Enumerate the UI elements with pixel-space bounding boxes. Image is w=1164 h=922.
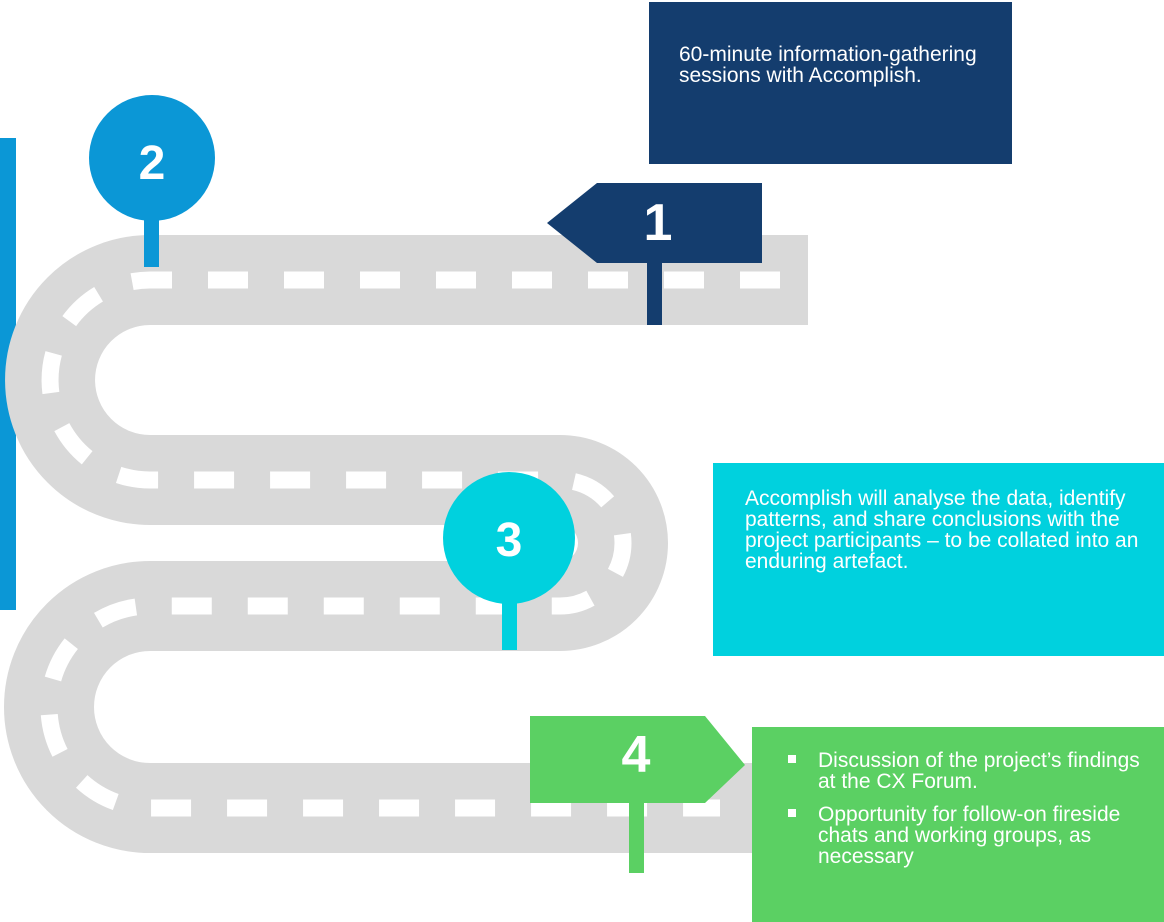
- step-4-arrow-flag: [530, 716, 745, 803]
- step-4-description-box: Discussion of the project’s findings at …: [752, 727, 1164, 922]
- step-3-marker: [443, 472, 575, 650]
- step-1-number: 1: [643, 194, 673, 252]
- step-4-bullet-list: Discussion of the project’s findings at …: [780, 750, 1158, 867]
- winding-road: [4, 235, 808, 853]
- step-3-circle: [443, 472, 575, 604]
- step-2-marker: [89, 95, 215, 267]
- step-3-number: 3: [495, 514, 523, 567]
- step-1-marker: [547, 183, 762, 325]
- step-3-description-box: Accomplish will analyse the data, identi…: [713, 463, 1164, 656]
- step-1-description: 60-minute information-gathering sessions…: [679, 43, 977, 87]
- step-4-bullet-text: Opportunity for follow-on fireside chats…: [818, 803, 1121, 868]
- road-lane-markings: [40, 271, 790, 817]
- step-1-description-box: 60-minute information-gathering sessions…: [649, 2, 1012, 164]
- step-2-circle: [89, 95, 215, 221]
- step-4-number: 4: [621, 726, 651, 784]
- square-bullet-icon: [788, 809, 796, 817]
- step-4-bullet-item: Discussion of the project’s findings at …: [780, 750, 1158, 792]
- step-3-pole: [502, 590, 517, 650]
- step-1-arrow-flag: [547, 183, 762, 263]
- step-3-description: Accomplish will analyse the data, identi…: [745, 487, 1139, 573]
- step-1-pole: [647, 250, 662, 325]
- square-bullet-icon: [788, 755, 796, 763]
- step-4-marker: [530, 716, 745, 873]
- step-4-bullet-item: Opportunity for follow-on fireside chats…: [780, 804, 1158, 867]
- step-2-number: 2: [138, 137, 166, 190]
- step-4-bullet-text: Discussion of the project’s findings at …: [818, 749, 1140, 793]
